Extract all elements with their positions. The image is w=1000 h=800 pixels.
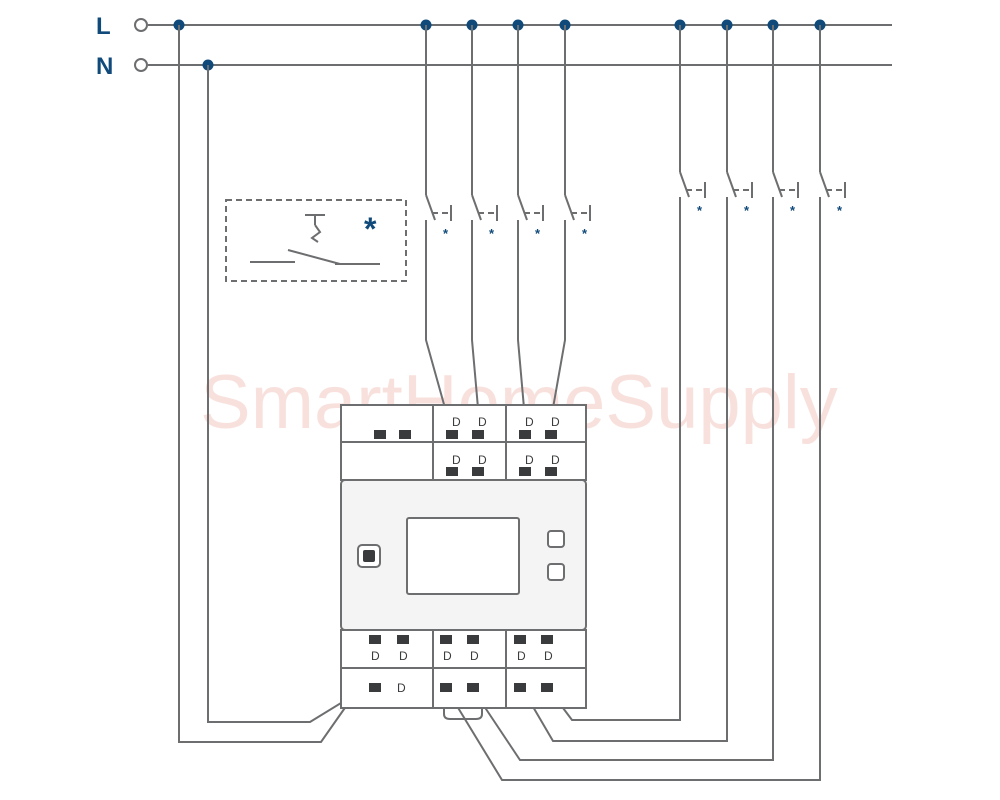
down-button[interactable] — [547, 563, 565, 581]
svg-text:D: D — [525, 415, 534, 429]
svg-text:D: D — [544, 649, 553, 663]
switch-3: * — [517, 25, 544, 409]
svg-text:D: D — [397, 681, 406, 695]
up-button[interactable] — [547, 530, 565, 548]
svg-text:D: D — [551, 453, 560, 467]
svg-text:*: * — [744, 203, 750, 218]
svg-text:D: D — [443, 649, 452, 663]
svg-text:*: * — [837, 203, 843, 218]
svg-text:*: * — [790, 203, 796, 218]
switch-6: * — [521, 25, 753, 742]
svg-text:D: D — [525, 453, 534, 467]
svg-text:D: D — [517, 649, 526, 663]
bottom-terminals: D D D D D D D — [369, 635, 553, 695]
svg-text:*: * — [443, 226, 449, 241]
switch-7: * — [471, 25, 799, 761]
svg-text:*: * — [697, 203, 703, 218]
svg-text:D: D — [452, 453, 461, 467]
svg-text:D: D — [551, 415, 560, 429]
legend-asterisk: * — [364, 211, 377, 247]
left-switch-group: * * * * — [425, 25, 591, 409]
label-neutral: N — [96, 53, 113, 80]
neutral-terminal — [134, 58, 148, 72]
svg-text:D: D — [470, 649, 479, 663]
din-rail-device: D D D D D D D D — [340, 404, 587, 720]
svg-text:D: D — [452, 415, 461, 429]
svg-text:D: D — [478, 415, 487, 429]
switch-8: * — [445, 25, 846, 781]
svg-text:*: * — [489, 226, 495, 241]
top-terminals: D D D D D D D D — [374, 415, 560, 476]
right-switch-group: * * * * — [445, 25, 846, 781]
svg-text:D: D — [399, 649, 408, 663]
svg-text:D: D — [478, 453, 487, 467]
switch-1: * — [425, 25, 452, 409]
svg-text:*: * — [582, 226, 588, 241]
lcd-display — [406, 517, 520, 595]
label-live: L — [96, 13, 111, 40]
switch-2: * — [471, 25, 498, 409]
legend-box: * — [225, 199, 407, 282]
switch-4: * — [552, 25, 591, 409]
svg-text:D: D — [371, 649, 380, 663]
live-terminal — [134, 18, 148, 32]
svg-text:*: * — [535, 226, 541, 241]
